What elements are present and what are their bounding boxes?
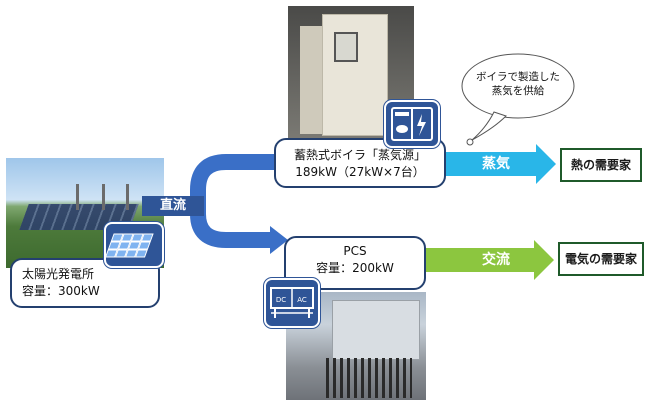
steam-arrow	[446, 144, 556, 184]
solar-plant-name: 太陽光発電所	[22, 267, 95, 281]
inverter-icon: DC AC	[264, 278, 320, 328]
boiler-name: 蓄熱式ボイラ「蒸気源」	[293, 148, 426, 162]
solar-plant-capacity: 容量：300kW	[22, 284, 100, 298]
pcs-photo	[286, 292, 426, 400]
electricity-consumer-box: 電気の需要家	[558, 242, 644, 276]
boiler-capacity: 189kW（27kW×7台）	[295, 165, 425, 179]
speech-bubble-text: ボイラで製造した 蒸気を供給	[470, 70, 566, 98]
solar-panel-icon	[104, 222, 164, 268]
inverter-dc-label: DC	[276, 296, 286, 304]
inverter-ac-label: AC	[297, 296, 307, 304]
dc-arrow-down-head	[270, 226, 288, 254]
dc-label: 直流	[142, 196, 204, 216]
dc-arrow-down	[190, 198, 272, 248]
ac-arrow	[426, 240, 554, 280]
speech-bubble-line-2: 蒸気を供給	[491, 85, 545, 97]
pcs-name: PCS	[343, 244, 367, 258]
heat-consumer-box: 熱の需要家	[560, 148, 642, 182]
speech-bubble	[461, 53, 575, 146]
boiler-icon	[384, 100, 440, 148]
speech-bubble-line-1: ボイラで製造した	[476, 71, 560, 83]
pcs-capacity: 容量：200kW	[316, 261, 394, 275]
steam-label: 蒸気	[482, 156, 510, 172]
boiler-box: 蓄熱式ボイラ「蒸気源」 189kW（27kW×7台）	[274, 138, 446, 188]
dc-arrow-up	[190, 154, 278, 214]
ac-label: 交流	[482, 252, 510, 268]
